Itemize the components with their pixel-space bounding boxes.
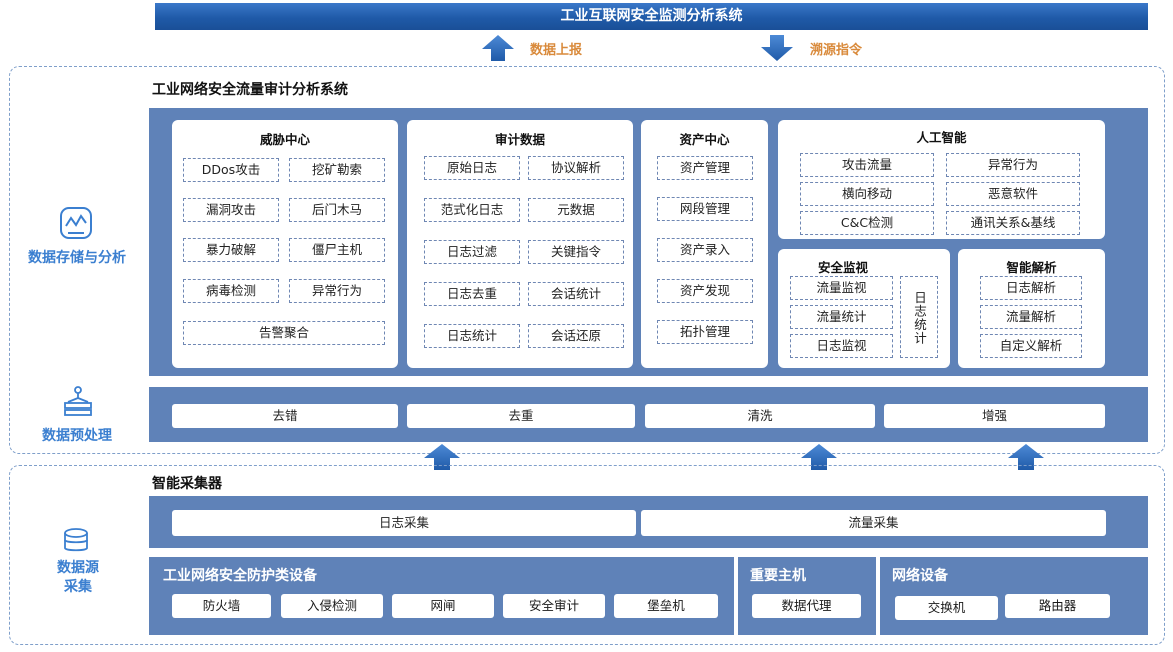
traffic-collection: 流量采集 bbox=[641, 510, 1106, 536]
trace-label: 溯源指令 bbox=[810, 43, 863, 58]
smart-parse-title: 智能解析 bbox=[1006, 260, 1057, 275]
up-arrow-icon bbox=[1008, 444, 1044, 470]
switch-device: 交换机 bbox=[895, 596, 998, 620]
security-audit-device: 安全审计 bbox=[503, 594, 605, 618]
ai-item: 横向移动 bbox=[800, 182, 934, 206]
storage-label: 数据存储与分析 bbox=[28, 250, 126, 266]
ai-item: C&C检测 bbox=[800, 211, 934, 235]
top-banner: 工业互联网安全监测分析系统 bbox=[155, 3, 1148, 30]
asset-center-title: 资产中心 bbox=[679, 132, 730, 147]
monitor-item: 流量监视 bbox=[790, 276, 893, 300]
audit-item: 原始日志 bbox=[424, 156, 520, 180]
audit-data-title: 审计数据 bbox=[494, 132, 545, 147]
asset-item: 拓扑管理 bbox=[657, 320, 753, 344]
threat-center-title: 威胁中心 bbox=[259, 132, 310, 147]
bastion-host-device: 堡垒机 bbox=[614, 594, 718, 618]
audit-item: 协议解析 bbox=[528, 156, 624, 180]
log-collection: 日志采集 bbox=[172, 510, 636, 536]
report-label: 数据上报 bbox=[530, 43, 583, 58]
system-title: 工业网络安全流量审计分析系统 bbox=[152, 82, 348, 98]
monitor-item: 流量统计 bbox=[790, 305, 893, 329]
up-arrow-icon bbox=[424, 444, 460, 470]
alert-aggregation: 告警聚合 bbox=[183, 321, 385, 345]
gatekeeper-device: 网闸 bbox=[392, 594, 494, 618]
security-devices-title: 工业网络安全防护类设备 bbox=[163, 568, 317, 584]
ai-item: 恶意软件 bbox=[946, 182, 1080, 206]
ids-device: 入侵检测 bbox=[281, 594, 383, 618]
preprocess-step: 去错 bbox=[172, 404, 398, 428]
threat-item: 后门木马 bbox=[289, 198, 385, 222]
analysis-region bbox=[9, 66, 1165, 454]
preprocess-icon bbox=[64, 386, 92, 416]
preprocess-step: 增强 bbox=[884, 404, 1105, 428]
parse-item: 自定义解析 bbox=[980, 334, 1082, 358]
database-icon bbox=[64, 528, 88, 552]
source-label-line2: 采集 bbox=[64, 579, 92, 595]
threat-item: 病毒检测 bbox=[183, 279, 279, 303]
audit-item: 关键指令 bbox=[528, 240, 624, 264]
monitor-item: 日志监视 bbox=[790, 334, 893, 358]
upload-arrow-icon bbox=[482, 35, 514, 61]
threat-item: 漏洞攻击 bbox=[183, 198, 279, 222]
collector-title: 智能采集器 bbox=[152, 476, 222, 492]
trace-arrow-icon bbox=[761, 35, 793, 61]
preprocess-step: 去重 bbox=[407, 404, 635, 428]
source-label-line1: 数据源 bbox=[57, 560, 99, 576]
collection-region bbox=[9, 465, 1165, 645]
up-arrow-icon bbox=[801, 444, 837, 470]
audit-item: 日志过滤 bbox=[424, 240, 520, 264]
data-agent-device: 数据代理 bbox=[752, 594, 861, 618]
audit-item: 元数据 bbox=[528, 198, 624, 222]
ai-item: 异常行为 bbox=[946, 153, 1080, 177]
threat-item: 僵尸主机 bbox=[289, 238, 385, 262]
parse-item: 流量解析 bbox=[980, 305, 1082, 329]
network-devices-title: 网络设备 bbox=[892, 568, 948, 584]
preprocess-label: 数据预处理 bbox=[42, 428, 112, 444]
audit-item: 范式化日志 bbox=[424, 198, 520, 222]
threat-item: 暴力破解 bbox=[183, 238, 279, 262]
threat-item: 挖矿勒索 bbox=[289, 158, 385, 182]
threat-item: 异常行为 bbox=[289, 279, 385, 303]
asset-item: 资产管理 bbox=[657, 156, 753, 180]
threat-item: DDos攻击 bbox=[183, 158, 279, 182]
asset-item: 资产发现 bbox=[657, 279, 753, 303]
host-title: 重要主机 bbox=[750, 568, 806, 584]
log-statistics-vertical: 日志统计 bbox=[900, 276, 938, 358]
ai-title: 人工智能 bbox=[916, 130, 967, 145]
audit-item: 日志统计 bbox=[424, 324, 520, 348]
asset-item: 资产录入 bbox=[657, 238, 753, 262]
asset-item: 网段管理 bbox=[657, 197, 753, 221]
router-device: 路由器 bbox=[1005, 594, 1110, 618]
firewall-device: 防火墙 bbox=[172, 594, 271, 618]
audit-item: 会话统计 bbox=[528, 282, 624, 306]
analytics-icon bbox=[60, 207, 92, 239]
security-monitor-title: 安全监视 bbox=[817, 260, 868, 275]
ai-item: 通讯关系&基线 bbox=[946, 211, 1080, 235]
ai-item: 攻击流量 bbox=[800, 153, 934, 177]
audit-item: 日志去重 bbox=[424, 282, 520, 306]
preprocess-step: 清洗 bbox=[645, 404, 875, 428]
audit-item: 会话还原 bbox=[528, 324, 624, 348]
parse-item: 日志解析 bbox=[980, 276, 1082, 300]
